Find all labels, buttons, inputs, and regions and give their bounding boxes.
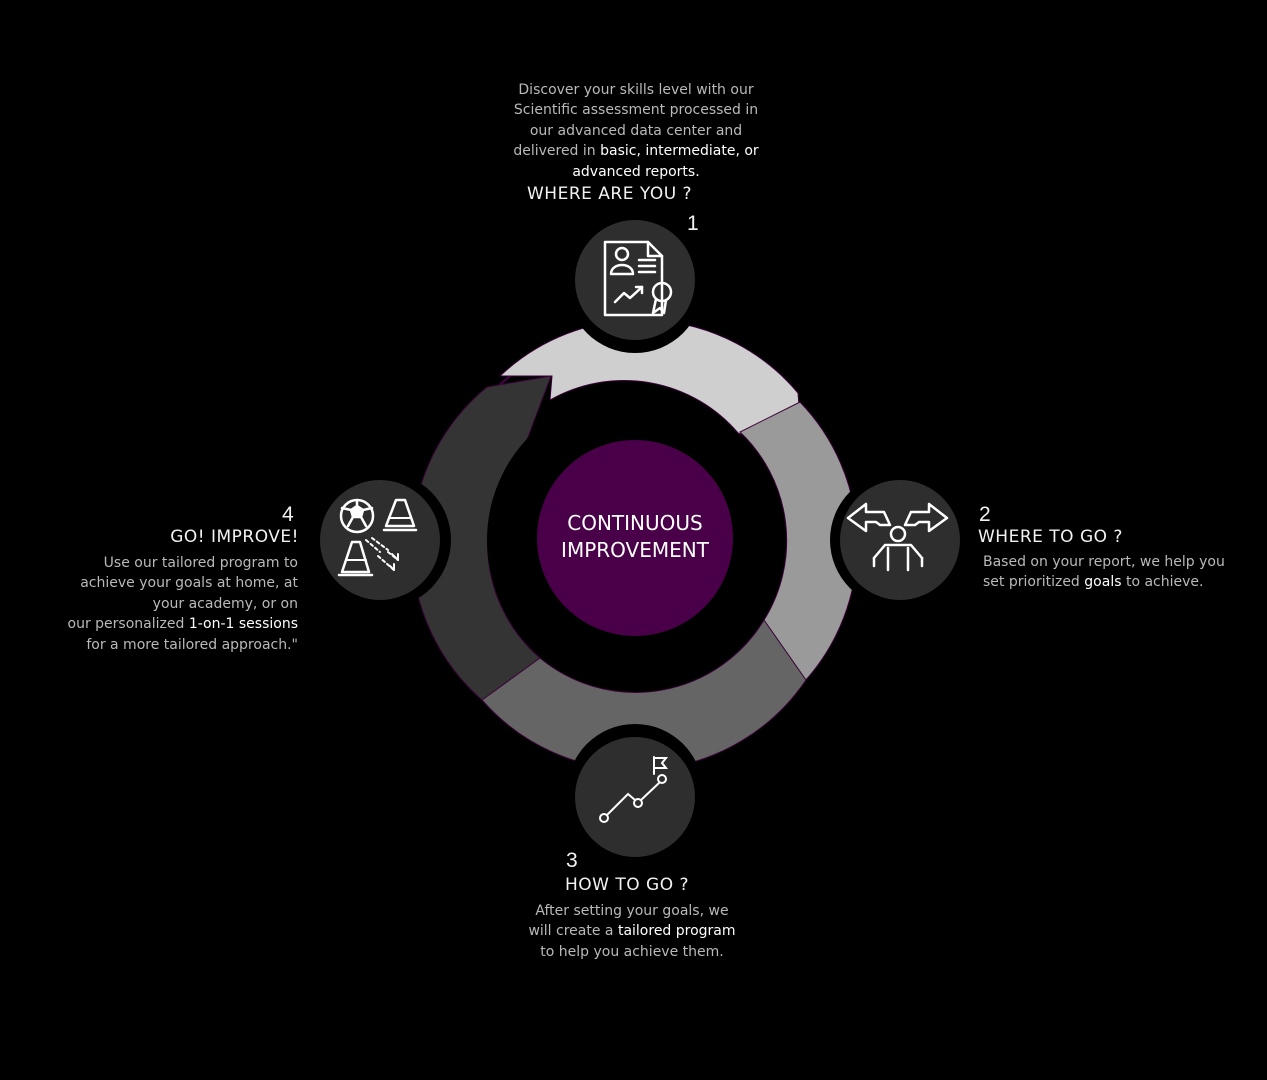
step-4-number: 4: [282, 503, 295, 526]
step-3-desc-line-2: will create a tailored program: [482, 921, 782, 941]
assessment-report-icon: [603, 240, 673, 317]
step-1-desc-line-4: delivered in basic, intermediate, or: [486, 141, 786, 161]
step-1-title: WHERE ARE YOU ?: [527, 184, 693, 204]
step-1-desc-line-1: Discover your skills level with our: [518, 82, 754, 98]
step-3-desc-highlight: tailored program: [617, 923, 736, 940]
step-2-desc-line-1: Based on your report, we help you: [983, 554, 1225, 570]
center-title-line-1: CONTINUOUS: [567, 511, 703, 535]
step-3-number: 3: [566, 849, 579, 872]
step-1-description: Discover your skills level with our Scie…: [486, 80, 786, 182]
step-1-node: [567, 217, 703, 353]
step-3-desc-line-3: to help you achieve them.: [540, 943, 724, 960]
step-1-desc-line-2: Scientific assessment processed in: [513, 102, 759, 119]
step-2-desc-line-2-plain-b: to achieve.: [1121, 574, 1204, 591]
step-4-desc-line-1: Use our tailored program to: [103, 555, 298, 571]
step-1-desc-highlight-a: basic, intermediate, or: [600, 143, 759, 160]
step-3-node: [567, 724, 703, 860]
step-4-title: GO! IMPROVE!: [170, 527, 299, 547]
step-1-desc-line-3: our advanced data center and: [529, 122, 743, 139]
step-2-desc-highlight: goals: [1084, 574, 1122, 591]
center-title: CONTINUOUS IMPROVEMENT: [535, 510, 735, 564]
step-4-desc-line-3: your academy, or on: [152, 595, 298, 612]
center-circle: [537, 440, 733, 636]
step-4-desc-line-2: achieve your goals at home, at: [80, 575, 298, 592]
step-1-desc-line-4-plain: delivered in: [513, 143, 601, 160]
step-3-desc-line-1: After setting your goals, we: [535, 903, 729, 919]
cycle-arrow-3: [475, 619, 807, 771]
step-2-number: 2: [979, 503, 992, 526]
step-4-description: Use our tailored program to achieve your…: [0, 553, 298, 655]
crossroads-decision-icon: [846, 502, 949, 572]
step-3-description: After setting your goals, we will create…: [482, 901, 782, 962]
cycle-arrow-4: [411, 375, 552, 701]
step-2-description: Based on your report, we help you set pr…: [983, 552, 1263, 593]
step-4-desc-line-5: for a more tailored approach.": [86, 636, 298, 653]
step-3-desc-line-2-plain: will create a: [528, 923, 618, 940]
step-4-node: [315, 472, 451, 608]
center-title-line-2: IMPROVEMENT: [561, 538, 709, 562]
step-4-desc-highlight: 1-on-1 sessions: [188, 616, 298, 633]
soccer-training-drill-icon: [337, 498, 418, 577]
step-2-desc-line-2: set prioritized goals to achieve.: [983, 572, 1263, 592]
step-4-desc-line-4-plain: our personalized: [67, 616, 189, 633]
step-4-desc-line-4: our personalized 1-on-1 sessions: [0, 614, 298, 634]
step-3-title: HOW TO GO ?: [565, 875, 690, 895]
step-2-desc-line-2-plain-a: set prioritized: [983, 574, 1085, 591]
step-1-number: 1: [687, 212, 700, 235]
path-to-flag-icon: [599, 756, 669, 823]
step-2-title: WHERE TO GO ?: [978, 527, 1123, 547]
step-1-desc-highlight-b: advanced reports.: [572, 163, 700, 180]
